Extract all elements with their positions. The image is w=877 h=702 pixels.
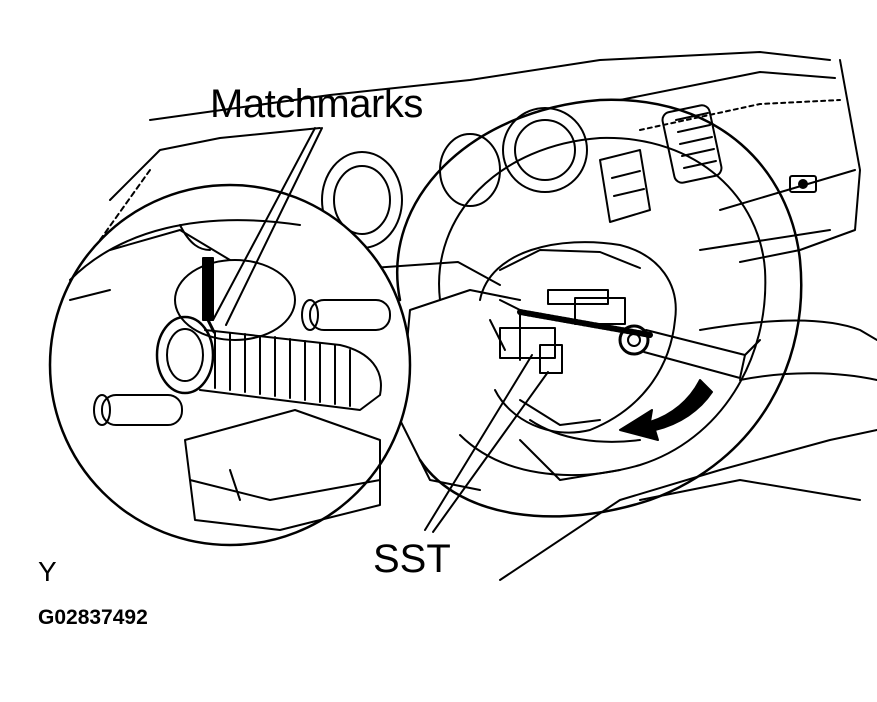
sst-label: SST [373, 537, 451, 581]
figure-code: G02837492 [38, 606, 148, 629]
dashboard-outline [99, 51, 877, 581]
matchmark-bar [202, 257, 214, 321]
splined-shaft [199, 329, 382, 411]
view-letter: Y [38, 556, 57, 587]
leader-lines [212, 127, 549, 533]
curved-arrow-icon [619, 379, 713, 441]
matchmarks-label: Matchmarks [210, 82, 423, 126]
steering-wheel [396, 98, 803, 518]
shaft-boss [93, 299, 391, 426]
magnifier-circle-icon [48, 183, 412, 547]
